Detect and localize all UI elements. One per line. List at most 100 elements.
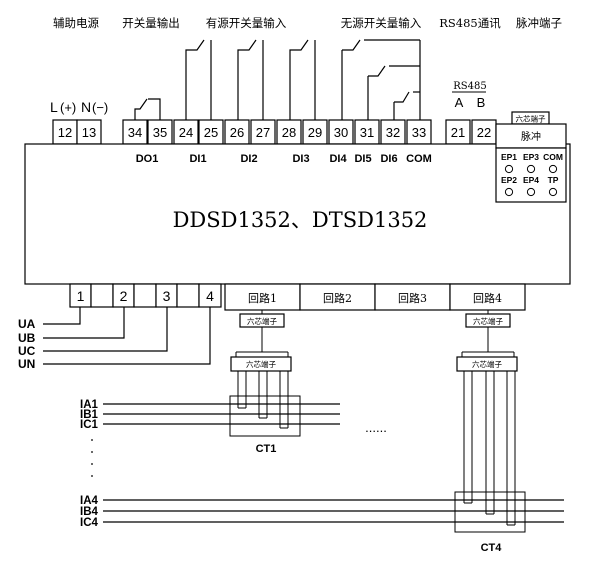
terminal-number: 32 xyxy=(386,125,400,140)
terminal-number: 21 xyxy=(451,125,465,140)
pulse-port-label: EP3 xyxy=(523,152,539,162)
terminal-number: 26 xyxy=(230,125,244,140)
di1-switch-symbol xyxy=(185,39,212,120)
terminal-box-6 xyxy=(224,119,250,145)
pulse-port-hole xyxy=(548,187,558,197)
pulse-header-text: 六芯端子 xyxy=(516,114,546,124)
voltage-line-un: UN xyxy=(18,357,35,371)
terminal-number: 30 xyxy=(334,125,348,140)
loop-3-box xyxy=(374,283,451,311)
pulse-port-label: COM xyxy=(543,152,563,162)
terminal-number: 29 xyxy=(308,125,322,140)
voltage-line-ub: UB xyxy=(18,331,36,345)
terminal-number: 24 xyxy=(179,125,193,140)
loop-4-label: 回路4 xyxy=(473,292,502,305)
model-title: DDSD1352、DTSD1352 xyxy=(173,208,428,232)
ellipsis-vertical xyxy=(91,439,93,477)
label-rs485-comm: RS485通讯 xyxy=(439,16,501,30)
rs485-title: RS485 xyxy=(453,81,486,92)
voltage-terminal-3-label: 3 xyxy=(163,288,171,304)
pulse-label-text: 脉冲 xyxy=(521,130,541,143)
io-label-di2: DI2 xyxy=(240,153,257,165)
current-lines-4 xyxy=(103,499,564,523)
terminal-number: 22 xyxy=(477,125,491,140)
terminal-box-9 xyxy=(302,119,328,145)
loop-4-connector: 六芯端子 六芯端子 xyxy=(456,310,518,372)
current-line-ia4: IA4 xyxy=(80,495,99,507)
current-line-ib4: IB4 xyxy=(80,506,99,518)
terminal-box-5 xyxy=(198,119,224,145)
terminal-number: 33 xyxy=(412,125,426,140)
loop-4-six-core-text: 六芯端子 xyxy=(473,316,503,326)
passive-input-switches xyxy=(341,39,421,120)
pulse-port-label: EP2 xyxy=(501,175,517,185)
device-body xyxy=(24,143,571,285)
pulse-port-hole xyxy=(504,187,514,197)
loop-1-six-core-text: 六芯端子 xyxy=(247,316,277,326)
voltage-spacer-1 xyxy=(90,283,114,308)
power-minus-label: (−) xyxy=(92,100,108,115)
pulse-port-label: EP4 xyxy=(523,175,539,185)
power-L-label: L xyxy=(50,99,58,115)
terminal-number: 25 xyxy=(204,125,218,140)
current-line-ic4: IC4 xyxy=(80,517,99,529)
voltage-line-ua: UA xyxy=(18,317,36,331)
pulse-port-hole xyxy=(548,164,558,174)
loop-1-ct-connector-box xyxy=(230,356,292,372)
bottom-terminal-strip: 1 2 3 4 回路1 回路2 回路3 回路4 xyxy=(69,283,526,311)
io-label-di4: DI4 xyxy=(329,153,347,165)
voltage-wiring xyxy=(43,307,211,365)
terminal-number: 34 xyxy=(128,125,142,140)
terminal-number: 28 xyxy=(282,125,296,140)
loop-1-connector: 六芯端子 六芯端子 xyxy=(230,310,292,372)
pulse-port-hole xyxy=(504,164,514,174)
di2-switch-symbol xyxy=(237,39,264,120)
loop-4-ct-connector-text: 六芯端子 xyxy=(472,359,502,369)
current-line-ic1: IC1 xyxy=(80,419,99,431)
terminal-box-14 xyxy=(445,119,471,145)
ct4-transformer xyxy=(454,371,526,533)
voltage-terminal-2-label: 2 xyxy=(120,288,128,304)
terminal-number: 13 xyxy=(82,125,96,140)
io-label-di3: DI3 xyxy=(292,153,309,165)
ellipsis-horizontal: ...... xyxy=(365,420,387,435)
terminal-number: 12 xyxy=(58,125,72,140)
loop-1-label: 回路1 xyxy=(248,292,277,305)
terminal-box-2 xyxy=(122,119,148,145)
pulse-port-hole xyxy=(526,164,536,174)
voltage-terminal-1-label: 1 xyxy=(77,288,85,304)
di3-switch-symbol xyxy=(289,39,316,120)
io-label-di6: DI6 xyxy=(380,153,397,165)
io-label-com: COM xyxy=(406,153,432,165)
terminal-box-13 xyxy=(406,119,432,145)
io-label-di1: DI1 xyxy=(189,153,206,165)
pulse-port-label: TP xyxy=(548,175,559,185)
label-passive-input: 无源开关量输入 xyxy=(341,16,422,30)
label-switch-output: 开关量输出 xyxy=(122,16,180,30)
loop-2-box xyxy=(299,283,376,311)
rs485-b-label: B xyxy=(477,95,486,110)
io-label-di5: DI5 xyxy=(354,153,371,165)
terminal-number: 31 xyxy=(360,125,374,140)
current-line-ib1: IB1 xyxy=(80,409,99,421)
io-label-do1: DO1 xyxy=(136,153,159,165)
voltage-spacer-2 xyxy=(133,283,157,308)
rs485-a-label: A xyxy=(455,95,464,110)
voltage-spacer-3 xyxy=(176,283,200,308)
terminal-box-3 xyxy=(147,119,173,145)
voltage-terminal-4-label: 4 xyxy=(206,288,214,304)
do1-switch-symbol xyxy=(134,98,161,120)
ct1-label: CT1 xyxy=(256,443,277,455)
top-terminal-strip: 12 13 34 35 24 25 26 27 28 29 30 31 32 33 21 22 xyxy=(52,119,497,145)
current-line-ia1: IA1 xyxy=(80,399,99,411)
terminal-number: 35 xyxy=(153,125,167,140)
loop-4-ct-connector-box xyxy=(456,356,518,372)
label-active-input: 有源开关量输入 xyxy=(206,16,287,30)
ct1-transformer xyxy=(229,371,301,437)
terminal-box-7 xyxy=(250,119,276,145)
loop-3-label: 回路3 xyxy=(398,292,427,305)
terminal-number: 27 xyxy=(256,125,270,140)
ct4-label: CT4 xyxy=(481,542,503,554)
